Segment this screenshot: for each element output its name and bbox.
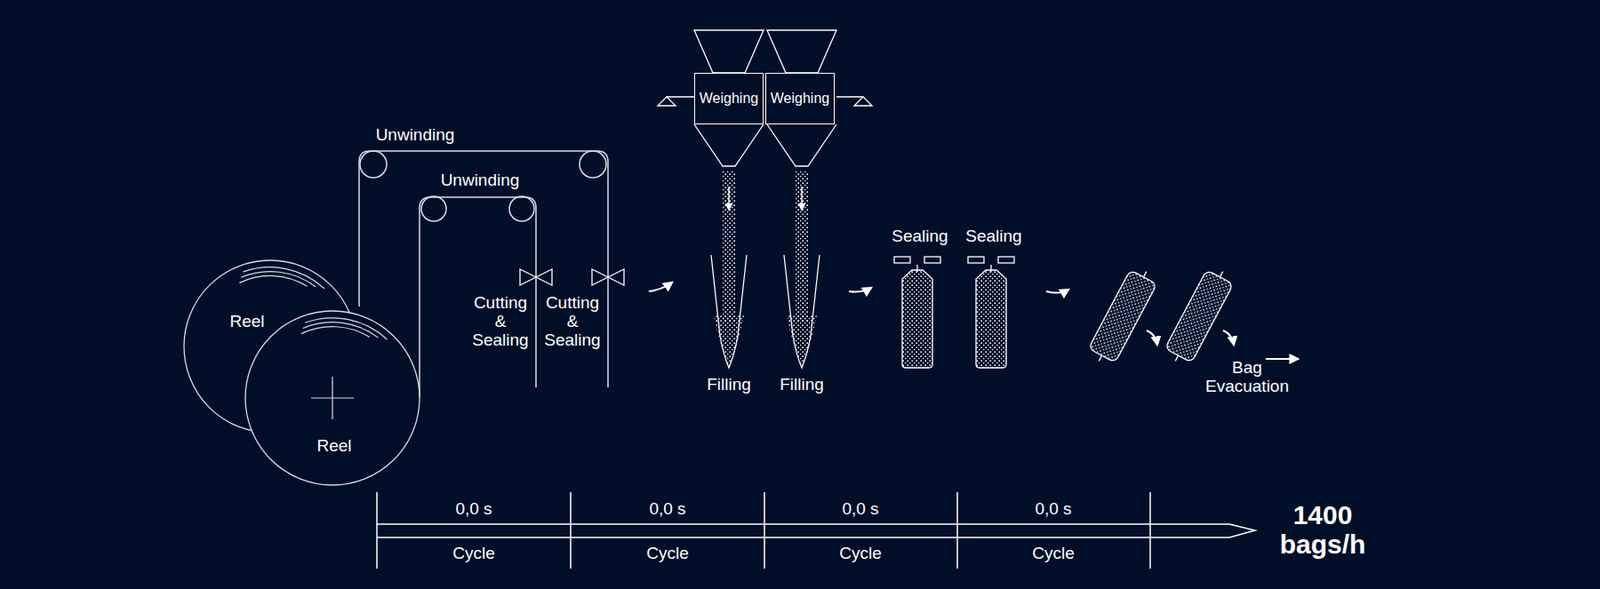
roller <box>360 151 387 178</box>
flow-arrow <box>648 282 672 292</box>
throughput-label: 1400 bags/h <box>1280 500 1367 560</box>
roller <box>421 196 447 222</box>
node-label: Weighing <box>770 90 830 107</box>
station-label: Cutting & Sealing <box>472 294 528 351</box>
roller <box>579 151 607 178</box>
scale-support <box>657 96 676 106</box>
station-label: Bag Evacuation <box>1205 359 1289 397</box>
scale-support <box>854 96 872 106</box>
reel-circle: Reel <box>244 310 421 487</box>
station-label: 0,0 s <box>1034 500 1072 520</box>
cutter-symbol <box>592 269 624 286</box>
weighing-box: Weighing <box>765 72 835 125</box>
filling-station <box>711 170 747 368</box>
station-label: Filling <box>706 376 752 395</box>
sealed-bag <box>1161 264 1237 369</box>
cutter-symbol <box>520 269 552 286</box>
node-label: Reel <box>316 437 352 456</box>
station-label: Sealing <box>891 227 948 247</box>
cycle-timeline <box>376 492 1256 569</box>
station-label: 0,0 s <box>841 500 879 520</box>
sealed-bag <box>1085 264 1160 369</box>
flow-arrow <box>1265 358 1298 360</box>
weighing-box: Weighing <box>694 72 764 125</box>
flow-arrow <box>1046 289 1069 294</box>
station-label: Filling <box>779 376 824 395</box>
station-label: Unwinding <box>376 126 456 145</box>
filling-station <box>784 170 820 368</box>
reel-outline <box>244 310 421 487</box>
station-label: 0,0 s <box>455 500 492 520</box>
station-label: Cutting & Sealing <box>544 294 600 351</box>
station-label: Cycle <box>452 544 496 564</box>
hopper <box>694 30 764 167</box>
roller <box>509 196 535 222</box>
sealing-station <box>968 256 1015 368</box>
sealing-station <box>894 256 941 368</box>
node-label: Reel <box>229 312 264 332</box>
flow-arrow <box>1223 330 1234 345</box>
node-label: Weighing <box>699 90 759 107</box>
station-label: Sealing <box>965 227 1022 247</box>
film-path <box>419 197 536 399</box>
station-label: 0,0 s <box>648 500 686 520</box>
station-label: Cycle <box>646 544 689 564</box>
station-label: Cycle <box>1032 544 1075 564</box>
flow-arrow <box>848 288 872 293</box>
flow-arrow <box>1146 330 1158 345</box>
hopper <box>767 30 837 167</box>
station-label: Unwinding <box>440 171 520 191</box>
station-label: Cycle <box>839 544 882 564</box>
